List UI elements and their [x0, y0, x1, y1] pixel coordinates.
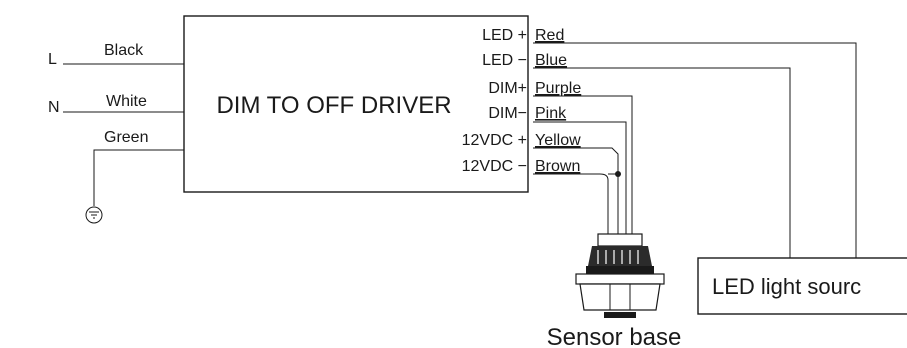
terminal-led-minus: LED −: [482, 52, 527, 69]
wire-color-red: Red: [535, 27, 564, 44]
line-terminal-label: L: [48, 51, 57, 68]
red-wire: [533, 42, 857, 258]
led-light-source-box: [697, 257, 907, 315]
terminal-12vdc-minus: 12VDC −: [462, 158, 527, 175]
terminal-dim-minus: DIM−: [488, 105, 527, 122]
terminal-dim-plus: DIM+: [488, 80, 527, 97]
ground-wire: [93, 149, 184, 206]
sensor-base-icon: [575, 233, 665, 318]
brown-wire: [533, 173, 609, 240]
neutral-terminal-label: N: [48, 99, 60, 116]
ground-wire-color-label: Green: [104, 129, 148, 146]
ground-symbol-icon: [85, 206, 103, 224]
wire-color-yellow: Yellow: [535, 132, 581, 149]
wire-color-purple: Purple: [535, 80, 581, 97]
terminal-12vdc-plus: 12VDC +: [462, 132, 527, 149]
wire-color-brown: Brown: [535, 158, 580, 175]
neutral-wire-color-label: White: [106, 93, 147, 110]
driver-title: DIM TO OFF DRIVER: [216, 92, 451, 119]
driver-box: [183, 15, 529, 193]
terminal-led-plus: LED +: [482, 27, 527, 44]
led-light-source-label: LED light sourc: [712, 274, 861, 299]
wire-color-pink: Pink: [535, 105, 567, 122]
purple-wire: [533, 95, 633, 240]
blue-wire: [533, 67, 791, 258]
sensor-base-label: Sensor base: [547, 324, 682, 348]
line-wire-color-label: Black: [104, 42, 144, 59]
pink-wire: [533, 121, 627, 240]
wire-color-blue: Blue: [535, 52, 567, 69]
junction-dot: [615, 171, 621, 177]
yellow-wire: [533, 147, 619, 240]
